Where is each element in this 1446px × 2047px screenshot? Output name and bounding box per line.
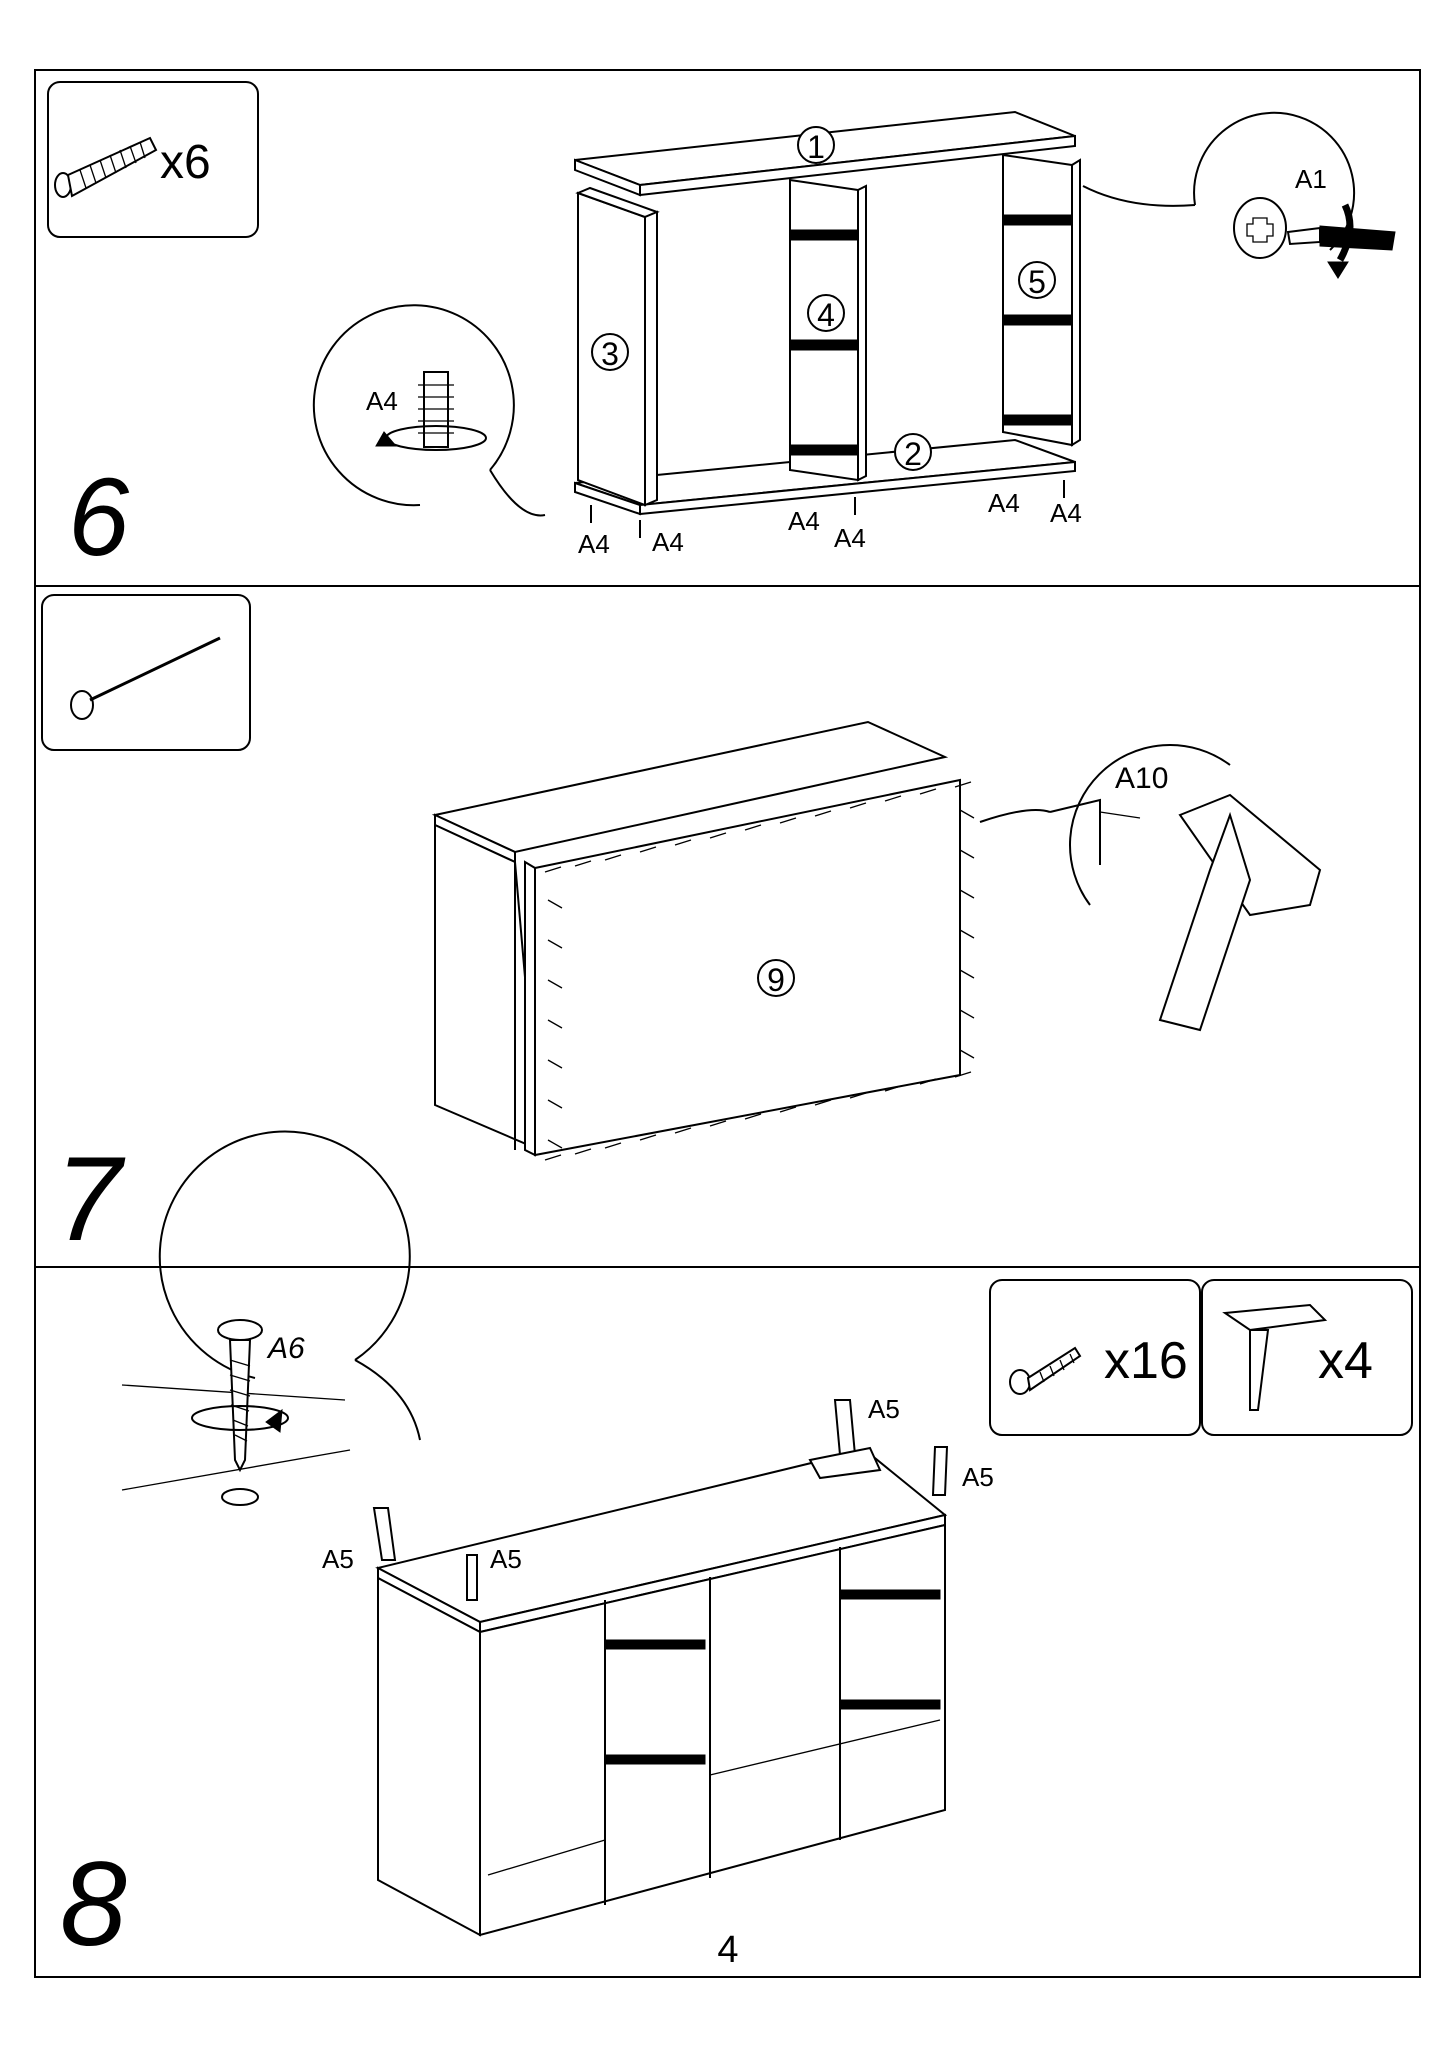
hardware-box-nails xyxy=(41,594,251,751)
fastener-label: A4 xyxy=(652,527,684,557)
hardware-box-legs: x4 xyxy=(1201,1279,1413,1436)
callout-part-label: A10 xyxy=(1115,762,1168,795)
cabinet-back-view xyxy=(431,720,949,1152)
step-number: 6 xyxy=(68,456,130,579)
fastener-label: A4 xyxy=(1050,498,1082,528)
panel-number: 1 xyxy=(807,129,825,165)
panel-number: 5 xyxy=(1028,264,1046,300)
panel-1-top: 1 xyxy=(574,110,1076,197)
step-6: x6 1 2 3 xyxy=(47,81,1396,579)
nail-markers xyxy=(544,781,975,1161)
fastener-label: A4 xyxy=(578,529,610,559)
step-7: 9 A10 7 xyxy=(41,594,1322,1266)
step-number: 8 xyxy=(60,1837,127,1971)
hammer-icon xyxy=(1158,793,1322,1032)
panel-number: 4 xyxy=(817,297,835,333)
dowel-screw-icon xyxy=(418,371,454,448)
step-number: 7 xyxy=(55,1132,126,1266)
callout-tool-label: A1 xyxy=(1295,164,1327,194)
panel-3-side: 3 xyxy=(575,186,660,507)
leg-label: A5 xyxy=(322,1544,354,1574)
rotate-arrow-icon xyxy=(375,425,487,451)
wood-screw-icon xyxy=(217,1319,263,1473)
page-number: 4 xyxy=(717,1929,738,1971)
rotate-arrow-icon xyxy=(191,1405,289,1433)
panel-5-side: 5 xyxy=(1002,153,1081,447)
callout-screwdriver: A1 xyxy=(1082,111,1396,279)
cam-lock-icon xyxy=(1233,197,1287,259)
hardware-quantity: x4 xyxy=(1318,1332,1373,1390)
hardware-box-dowel-screws: x6 xyxy=(47,81,259,238)
rotate-arrow-icon xyxy=(1327,203,1354,279)
furniture-leg-icon xyxy=(1222,1303,1328,1411)
page-frame xyxy=(34,69,1421,1978)
hardware-quantity: x16 xyxy=(1104,1332,1188,1390)
fastener-label: A4 xyxy=(834,523,866,553)
dowel-screw-icon xyxy=(54,136,158,198)
leg-label: A5 xyxy=(490,1544,522,1574)
panel-number: 3 xyxy=(601,336,619,372)
panel-number: 2 xyxy=(904,436,922,472)
panel-4-divider: 4 xyxy=(789,178,867,482)
hardware-quantity: x6 xyxy=(160,136,211,189)
callout-allen-key: A4 xyxy=(312,304,546,570)
callout-screw: A6 xyxy=(121,1130,421,1506)
nail-icon xyxy=(70,636,221,720)
fastener-label: A4 xyxy=(988,488,1020,518)
cabinet-upside-down xyxy=(375,1448,948,1937)
step-8: x16 x4 xyxy=(60,1130,1413,1971)
dowel-pin-markers xyxy=(590,480,1065,538)
wood-screw-icon xyxy=(1009,1346,1082,1395)
screwdriver-icon xyxy=(1286,225,1396,251)
fastener-label: A4 xyxy=(788,506,820,536)
callout-part-label: A4 xyxy=(366,386,398,416)
furniture-legs xyxy=(372,1399,949,1601)
callout-part-label: A6 xyxy=(266,1332,305,1365)
panel-number: 9 xyxy=(767,962,785,998)
callout-hammer: A10 xyxy=(979,744,1322,1032)
hardware-box-screws: x16 xyxy=(989,1279,1201,1436)
leg-label: A5 xyxy=(868,1394,900,1424)
allen-key-icon xyxy=(426,450,529,570)
leg-label: A5 xyxy=(962,1462,994,1492)
